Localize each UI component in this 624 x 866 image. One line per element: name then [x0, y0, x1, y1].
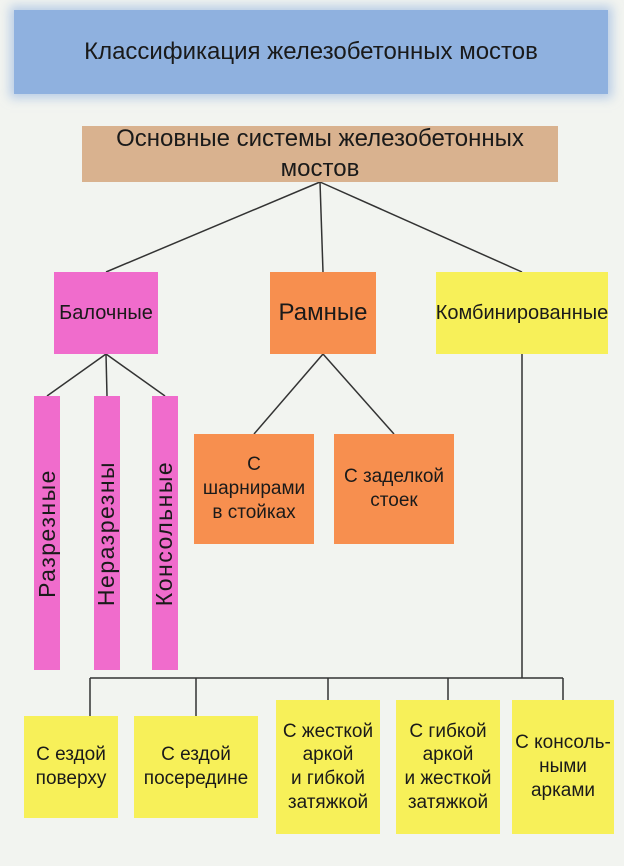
node-comb-cantilever-arches: С консоль- ными арками: [512, 700, 614, 834]
connector-beam-2: [105, 353, 108, 397]
root-node: Основные системы железобетонных мостов: [82, 125, 558, 182]
node-beam-cantilever: Консольные: [152, 396, 178, 670]
node-beam-simple: Разрезные: [34, 396, 60, 670]
connector-beam-3: [105, 353, 166, 397]
node-comb-deck-top: С ездой поверху: [24, 716, 118, 818]
node-frame-hinged: С шарнирами в стойках: [194, 434, 314, 544]
node-frame: Рамные: [270, 272, 376, 354]
node-beam: Балочные: [54, 272, 158, 354]
node-comb-flexible-arch: С гибкой аркой и жесткой затяжкой: [396, 700, 500, 834]
node-frame-fixed: С заделкой стоек: [334, 434, 454, 544]
connector-root-combined: [319, 181, 523, 273]
connector-frame-1: [253, 353, 324, 435]
connector-beam-1: [46, 353, 107, 397]
node-beam-simple-label: Разрезные: [34, 468, 60, 598]
connector-root-frame: [319, 181, 324, 273]
node-beam-cantilever-label: Консольные: [152, 460, 178, 606]
connector-frame-2: [322, 353, 395, 435]
node-comb-rigid-arch: С жесткой аркой и гибкой затяжкой: [276, 700, 380, 834]
node-beam-continuous-label: Неразрезны: [94, 460, 120, 606]
node-combined: Комбинированные: [436, 272, 608, 354]
connector-root-beam: [105, 181, 321, 273]
node-comb-deck-middle: С ездой посередине: [134, 716, 258, 818]
diagram-title: Классификация железобетонных мостов: [14, 10, 608, 94]
node-beam-continuous: Неразрезны: [94, 396, 120, 670]
